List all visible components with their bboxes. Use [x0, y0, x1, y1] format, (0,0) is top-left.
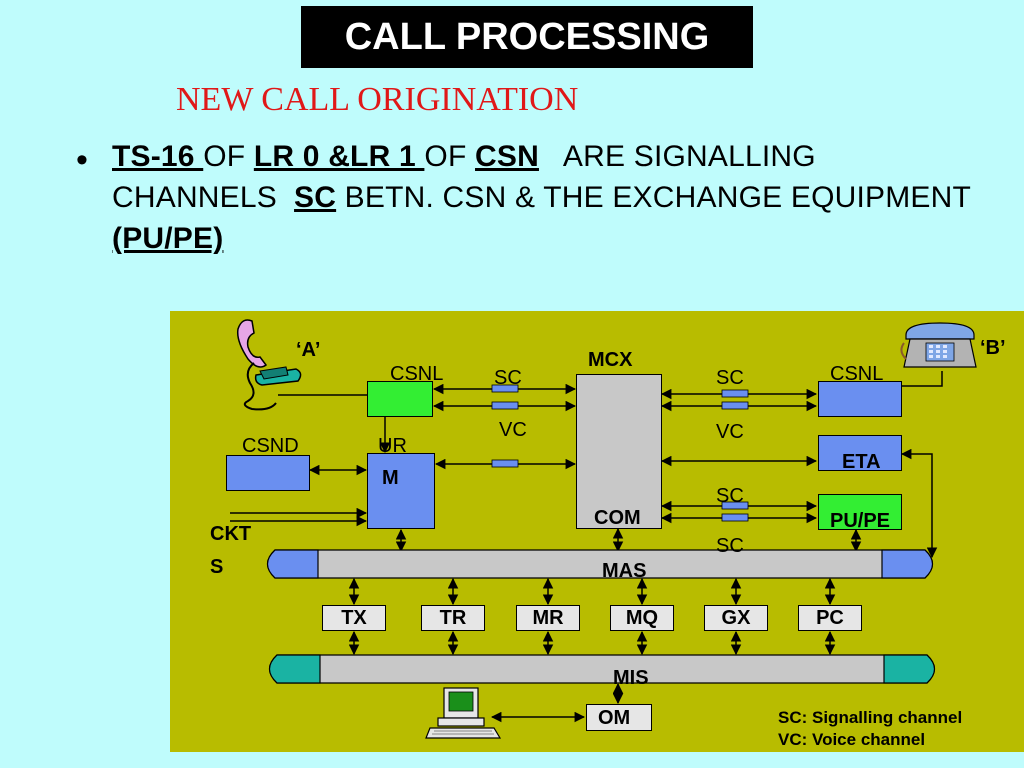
sc-right-bottom-label: SC — [716, 535, 744, 557]
bullet-betn: BETN. CSN & THE EXCHANGE EQUIPMENT — [336, 181, 971, 214]
urm-label-line1: UR — [378, 435, 407, 457]
csnl-right-label: CSNL — [830, 363, 884, 385]
vc-right-label: VC — [716, 421, 744, 443]
com-label: COM — [594, 507, 641, 529]
bullet-text: TS-16 OF LR 0 &LR 1 OF CSN ARE SIGNALLIN… — [112, 136, 972, 259]
urm-box — [367, 453, 435, 529]
call-processing-diagram: ‘A’ ‘B’ CSNL CSNL CSND UR M CKT S MCX CO… — [170, 311, 1024, 752]
sc-left-label: SC — [494, 367, 522, 389]
eta-box — [818, 435, 902, 471]
module-gx: GX — [704, 605, 768, 631]
bullet-pupe: (PU/PE) — [112, 222, 224, 255]
bullet-lr: LR 0 &LR 1 — [253, 140, 425, 173]
bullet-of-1: OF — [203, 140, 254, 173]
legend-vc: VC: Voice channel — [778, 730, 926, 749]
subscriber-a-label: ‘A’ — [296, 339, 321, 361]
mas-bus — [266, 549, 934, 579]
telephone-b-icon — [900, 322, 977, 368]
mis-label: MIS — [613, 667, 649, 689]
pupe-label: PU/PE — [830, 510, 891, 532]
bullet-sc: SC — [294, 181, 337, 214]
pupe-box — [818, 494, 902, 530]
page-subtitle: NEW CALL ORIGINATION — [176, 81, 579, 118]
mcx-box — [576, 374, 662, 529]
bullet-ts16: TS-16 — [112, 140, 204, 173]
phone-b-line — [900, 371, 943, 387]
ckts-label-line2: S — [210, 556, 224, 578]
telephone-a-icon — [236, 319, 302, 411]
module-mq: MQ — [610, 605, 674, 631]
csnl-left-label: CSNL — [390, 363, 444, 385]
bullet-signalling: ARE SIGNALLING CHANNELS — [112, 140, 825, 214]
urm-label-line2: M — [382, 467, 399, 489]
mis-bus — [268, 654, 936, 684]
bullet-marker: • — [76, 141, 88, 179]
csnd-box — [226, 455, 310, 491]
mas-label: MAS — [602, 560, 647, 582]
om-box — [586, 704, 652, 731]
module-tr: TR — [421, 605, 485, 631]
module-mr: MR — [516, 605, 580, 631]
om-label: OM — [598, 707, 631, 729]
csnd-label: CSND — [242, 435, 299, 457]
vc-left-label: VC — [499, 419, 527, 441]
subscriber-b-label: ‘B’ — [980, 337, 1006, 359]
bullet-of-2: OF — [424, 140, 476, 173]
sc-right-mid-label: SC — [716, 485, 744, 507]
csnl-left-box — [367, 381, 433, 417]
ckts-label-line1: CKT — [210, 523, 252, 545]
sc-right-top-label: SC — [716, 367, 744, 389]
csnl-right-box — [818, 381, 902, 417]
mcx-label: MCX — [588, 349, 633, 371]
bullet-csn: CSN — [475, 140, 539, 173]
diagram-connections — [230, 371, 943, 723]
legend-sc: SC: Signalling channel — [778, 708, 963, 727]
module-pc: PC — [798, 605, 862, 631]
page-title: CALL PROCESSING — [301, 6, 753, 68]
eta-label: ETA — [842, 451, 881, 473]
module-tx: TX — [322, 605, 386, 631]
computer-terminal-icon — [425, 687, 502, 739]
